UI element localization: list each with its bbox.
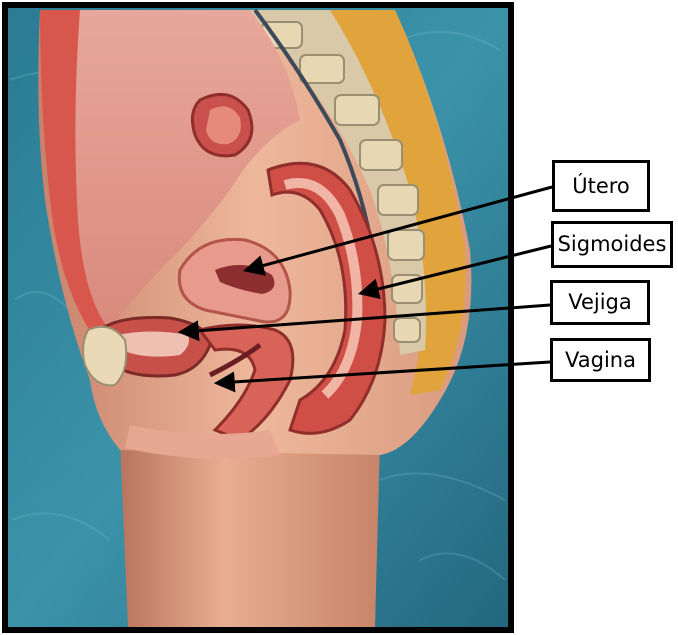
label-utero: Útero (552, 160, 650, 212)
label-vejiga: Vejiga (550, 280, 650, 325)
leg (120, 440, 380, 627)
label-sigmoides: Sigmoides (551, 221, 673, 268)
intestine-loop-inner (206, 106, 241, 144)
label-vagina: Vagina (550, 338, 651, 382)
